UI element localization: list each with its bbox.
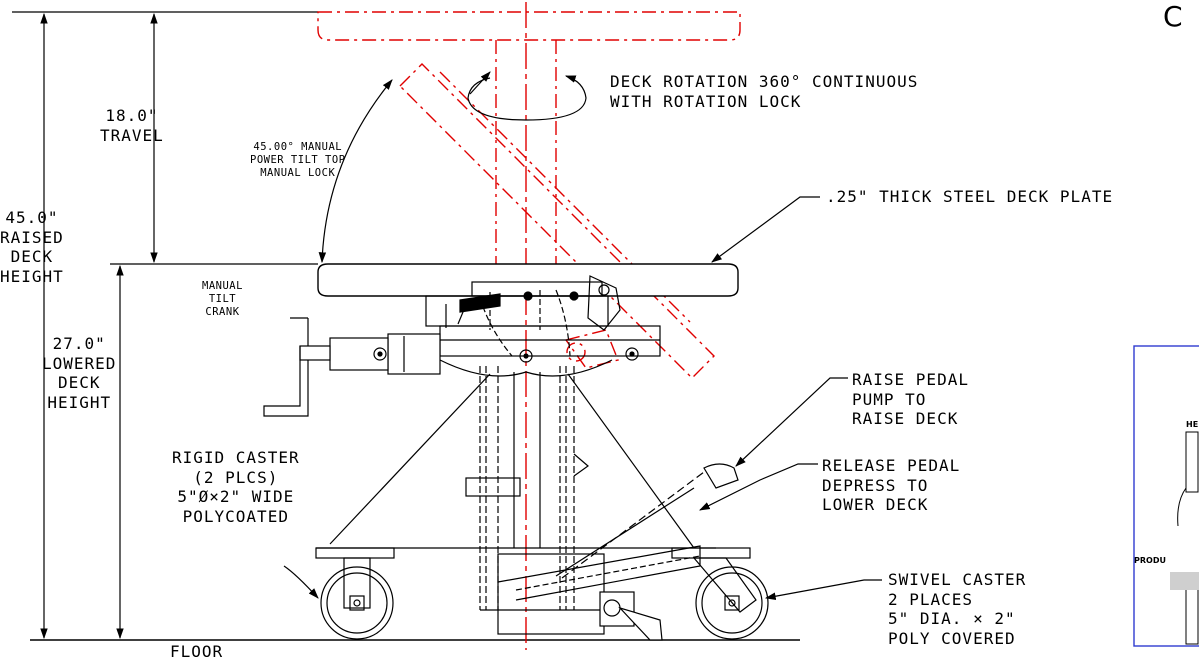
rigid-caster: [315, 547, 395, 640]
rigid-caster-label: RIGID CASTER (2 PLCS) 5"Ø×2" WIDE POLYCO…: [172, 448, 300, 526]
tilt-crank: [263, 333, 441, 417]
panel-fragment-top: HE: [1186, 420, 1199, 429]
rotation-label: DECK ROTATION 360° CONTINUOUS WITH ROTAT…: [610, 72, 919, 111]
tilt-leaders: [318, 79, 393, 264]
raise-pedal-label: RAISE PEDAL PUMP TO RAISE DECK: [852, 370, 969, 429]
raised-deck-phantom: [317, 11, 741, 266]
tilt-label: 45.00° MANUAL POWER TILT TOP MANUAL LOCK: [250, 141, 346, 179]
cutoff-letter: C: [1163, 0, 1183, 33]
lift-frame: [316, 359, 716, 611]
extension-lines: [12, 11, 318, 265]
deck-plate-label: .25" THICK STEEL DECK PLATE: [826, 187, 1114, 206]
floor-label: FLOOR: [170, 642, 224, 661]
swivel-caster: [671, 547, 769, 640]
tilt-mechanism: [425, 275, 661, 363]
release-pedal-label: RELEASE PEDAL DEPRESS TO LOWER DECK: [822, 456, 961, 515]
pump-base: [497, 463, 739, 641]
tilted-deck-phantom: [399, 63, 715, 379]
raised-height-label: 45.0" RAISED DECK HEIGHT: [0, 208, 64, 286]
travel-label: 18.0" TRAVEL: [100, 106, 164, 145]
lowered-height-label: 27.0" LOWERED DECK HEIGHT: [42, 334, 117, 412]
panel-fragment-mid: PRODU: [1134, 556, 1166, 565]
crank-label: MANUAL TILT CRANK: [202, 280, 243, 318]
rotation-arrows: [467, 71, 587, 121]
swivel-caster-label: SWIVEL CASTER 2 PLACES 5" DIA. × 2" POLY…: [888, 570, 1027, 648]
leader-lines: [283, 196, 882, 600]
dimension-lines: [40, 12, 158, 640]
deck-plate: [317, 263, 739, 297]
right-panel: [1133, 345, 1199, 647]
